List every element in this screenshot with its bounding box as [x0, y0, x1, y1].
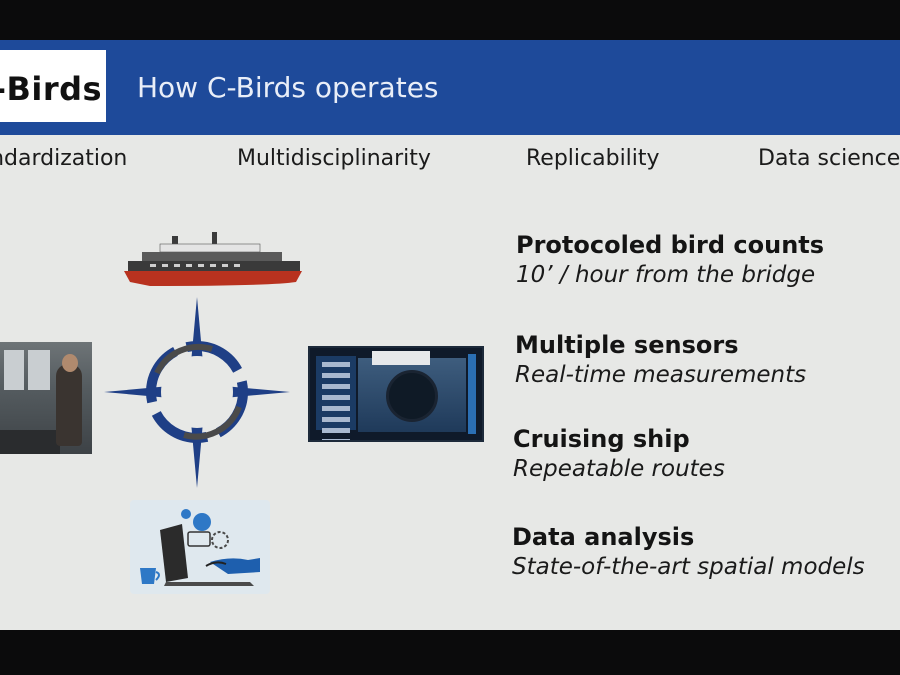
feature-subtitle: 10’ / hour from the bridge: [516, 262, 816, 288]
slide-title: How C-Birds operates: [137, 71, 439, 104]
pillars-row: Standardization Multidisciplinarity Repl…: [0, 140, 900, 180]
pillar-replicability: Replicability: [526, 146, 660, 171]
slide-header: C-Birds How C-Birds operates: [0, 40, 900, 135]
pillar-standardization: Standardization: [0, 146, 128, 171]
logo-text: C-Birds: [0, 70, 103, 108]
ship-icon: [124, 232, 302, 286]
feature-subtitle: Real-time measurements: [515, 362, 807, 388]
feature-subtitle: Repeatable routes: [513, 456, 725, 482]
bridge-observer-photo: [0, 342, 92, 454]
pillar-multidisciplinarity: Multidisciplinarity: [237, 146, 431, 171]
feature-data-analysis: Data analysis State-of-the-art spatial m…: [512, 522, 865, 582]
feature-bird-counts: Protocoled bird counts 10’ / hour from t…: [516, 230, 824, 290]
slide: C-Birds How C-Birds operates Standardiza…: [0, 40, 900, 630]
pillar-data-science: Data science: [758, 146, 900, 171]
feature-title: Data analysis: [512, 523, 695, 551]
feature-cruising-ship: Cruising ship Repeatable routes: [513, 424, 725, 484]
feature-multiple-sensors: Multiple sensors Real-time measurements: [515, 330, 806, 390]
logo: C-Birds: [0, 50, 106, 122]
feature-subtitle: State-of-the-art spatial models: [512, 554, 865, 580]
feature-title: Cruising ship: [513, 425, 690, 453]
sensor-monitor-screenshot: [308, 346, 484, 442]
laptop-analysis-icon: [130, 500, 270, 594]
feature-title: Multiple sensors: [515, 331, 739, 359]
feature-title: Protocoled bird counts: [516, 231, 825, 259]
compass-rose-icon: [104, 297, 290, 488]
